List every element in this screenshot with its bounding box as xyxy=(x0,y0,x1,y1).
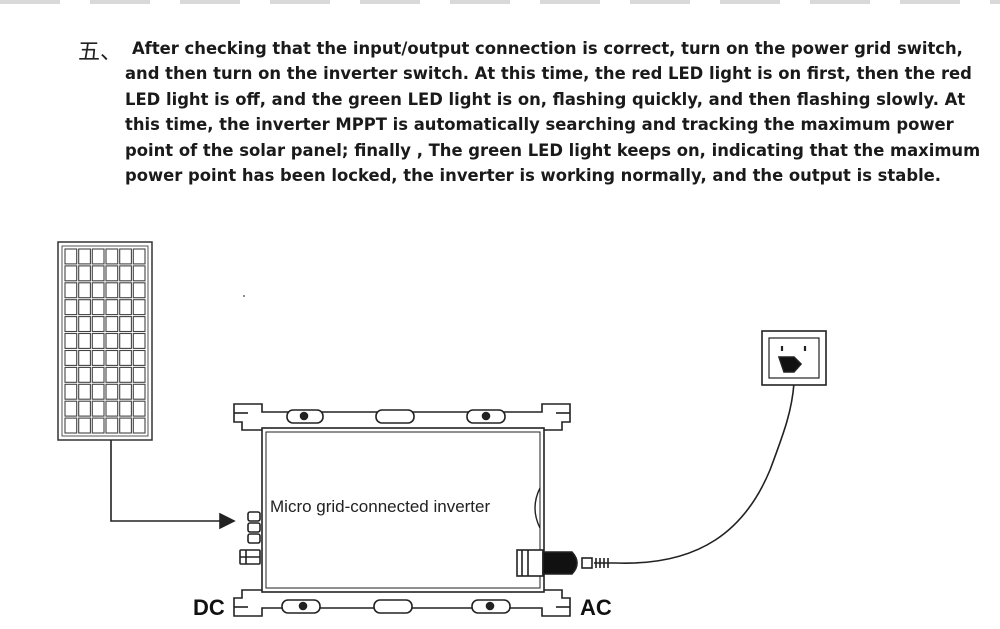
solar-cell xyxy=(132,366,146,383)
solar-cell xyxy=(91,299,105,316)
solar-cell xyxy=(119,248,132,265)
solar-cell xyxy=(119,265,132,282)
solar-cell xyxy=(132,282,146,299)
solar-cell xyxy=(105,400,119,417)
solar-cell xyxy=(78,383,91,400)
solar-cell xyxy=(78,265,91,282)
solar-cell xyxy=(91,248,105,265)
ac-label: AC xyxy=(580,595,612,620)
solar-cell xyxy=(78,282,91,299)
instruction-text: After checking that the input/output con… xyxy=(125,39,981,186)
solar-cell xyxy=(91,332,105,349)
solar-cell xyxy=(64,299,78,316)
solar-cell xyxy=(64,417,78,434)
solar-cell xyxy=(78,349,91,366)
solar-cell xyxy=(132,248,146,265)
solar-panel xyxy=(57,241,153,441)
solar-cell xyxy=(64,332,78,349)
dc-label: DC xyxy=(193,595,225,620)
solar-cell xyxy=(78,366,91,383)
solar-cell xyxy=(119,332,132,349)
solar-cell xyxy=(105,349,119,366)
solar-cell xyxy=(119,400,132,417)
solar-cell xyxy=(64,366,78,383)
solar-cell xyxy=(132,316,146,333)
solar-cell xyxy=(91,383,105,400)
solar-cell xyxy=(78,316,91,333)
solar-cell xyxy=(64,316,78,333)
solar-cell xyxy=(105,282,119,299)
solar-cell xyxy=(119,417,132,434)
solar-cell xyxy=(91,366,105,383)
solar-cell xyxy=(91,400,105,417)
top-cropped-strip xyxy=(0,0,1000,4)
solar-cell xyxy=(91,417,105,434)
solar-cell xyxy=(105,366,119,383)
wall-outlet xyxy=(761,330,827,386)
solar-cell xyxy=(78,400,91,417)
solar-cell xyxy=(91,265,105,282)
solar-cell xyxy=(132,417,146,434)
solar-cell xyxy=(119,282,132,299)
dc-wire xyxy=(110,440,236,530)
solar-cell xyxy=(64,400,78,417)
dc-input-connectors xyxy=(239,511,261,565)
ac-cable xyxy=(615,382,795,564)
solar-cell xyxy=(105,383,119,400)
solar-cell xyxy=(105,332,119,349)
solar-cell xyxy=(64,265,78,282)
solar-cell xyxy=(64,349,78,366)
solar-cell xyxy=(91,316,105,333)
solar-cell xyxy=(119,299,132,316)
solar-cell xyxy=(91,349,105,366)
solar-cell xyxy=(105,316,119,333)
inverter-housing xyxy=(233,403,571,617)
solar-cell xyxy=(132,383,146,400)
solar-cell xyxy=(78,299,91,316)
solar-cell xyxy=(119,349,132,366)
solar-cell xyxy=(105,265,119,282)
solar-cell xyxy=(119,316,132,333)
solar-cell xyxy=(119,383,132,400)
solar-cell xyxy=(132,400,146,417)
solar-cell xyxy=(132,349,146,366)
inverter-label: Micro grid-connected inverter xyxy=(270,497,491,516)
solar-cell xyxy=(132,332,146,349)
solar-cell xyxy=(105,417,119,434)
ac-output-plug xyxy=(516,549,616,577)
solar-cell xyxy=(64,248,78,265)
solar-cell xyxy=(105,248,119,265)
solar-cell xyxy=(119,366,132,383)
solar-cell xyxy=(78,332,91,349)
solar-cell xyxy=(105,299,119,316)
solar-cell xyxy=(132,265,146,282)
solar-cell xyxy=(64,383,78,400)
solar-cell xyxy=(78,417,91,434)
solar-cell xyxy=(132,299,146,316)
solar-cell xyxy=(78,248,91,265)
step-marker: 五、 xyxy=(78,40,123,65)
solar-cell xyxy=(91,282,105,299)
solar-cell xyxy=(64,282,78,299)
